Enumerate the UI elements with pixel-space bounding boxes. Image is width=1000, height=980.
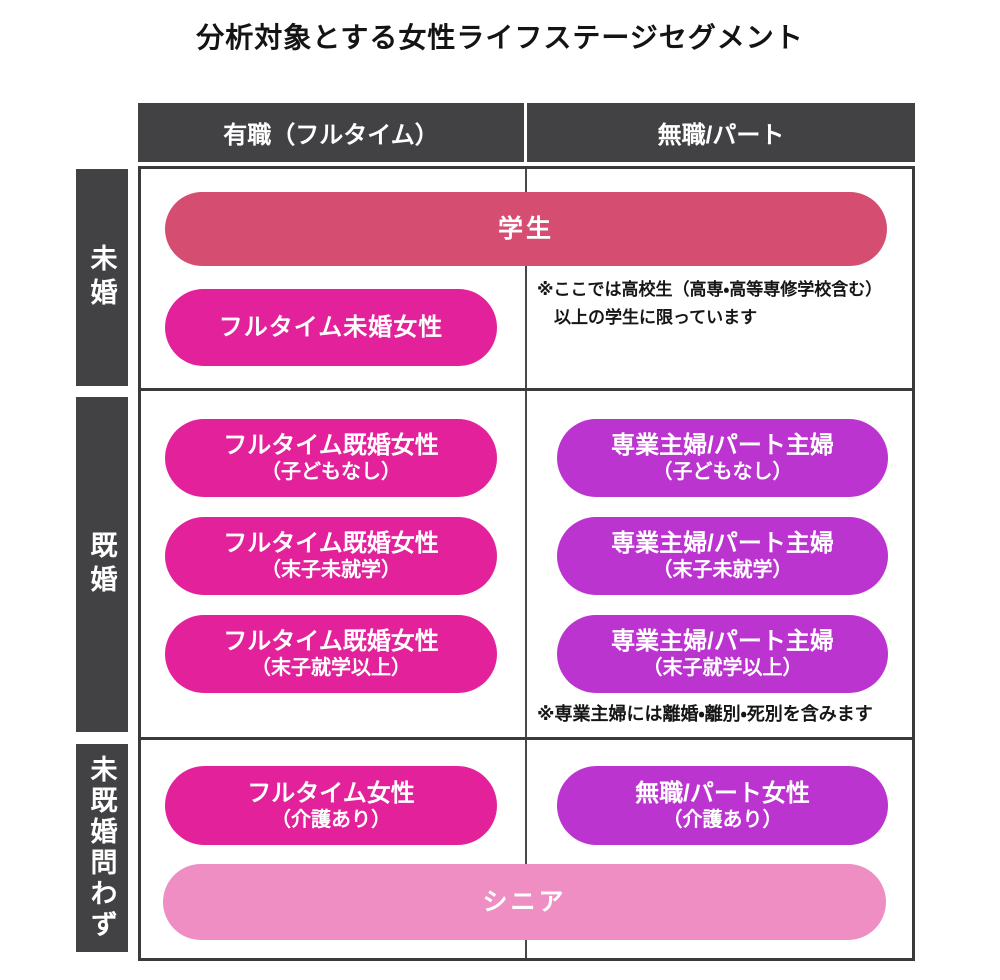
row-header-married: 既婚 [76, 397, 128, 732]
column-header-employed-fulltime: 有職（フルタイム） [138, 103, 524, 162]
segment-sublabel: （子どもなし） [261, 461, 401, 484]
segment-label: フルタイム既婚女性 [223, 530, 439, 558]
segment-label: 専業主婦/パート主婦 [611, 432, 834, 460]
segment-label: シニア [482, 887, 567, 916]
segment-label: フルタイム未婚女性 [218, 313, 444, 341]
note-line: 以上の学生に限っています [554, 308, 758, 328]
segment-pill-housewife-no-child: 専業主婦/パート主婦 （子どもなし） [557, 419, 888, 497]
segment-pill-nojob-parttime-caregiver: 無職/パート女性 （介護あり） [557, 766, 888, 845]
row-header-any-marital-status: 未既婚問わず [76, 744, 128, 952]
segment-label: 無職/パート女性 [635, 779, 810, 807]
segment-pill-housewife-preschool: 専業主婦/パート主婦 （末子未就学） [557, 517, 888, 595]
segment-sublabel: （末子未就学） [652, 559, 793, 582]
page-title: 分析対象とする女性ライフステージセグメント [196, 22, 804, 53]
segment-label: 専業主婦/パート主婦 [611, 530, 834, 558]
row-divider-line-1 [141, 388, 912, 391]
segment-pill-fulltime-caregiver: フルタイム女性 （介護あり） [165, 766, 497, 845]
note-line: ※ここでは高校生（高専・高等専修学校含む） [537, 280, 883, 299]
segment-sublabel: （子どもなし） [652, 461, 793, 484]
row-divider-line-2 [141, 737, 912, 740]
segment-label: フルタイム既婚女性 [223, 628, 439, 656]
segment-pill-student: 学生 [165, 192, 887, 266]
segment-label: 専業主婦/パート主婦 [611, 628, 834, 656]
segment-sublabel: （末子就学以上） [642, 657, 803, 680]
segment-pill-fulltime-married-no-child: フルタイム既婚女性 （子どもなし） [165, 419, 497, 497]
segment-label: 学生 [497, 214, 554, 243]
segment-pill-housewife-school-age: 専業主婦/パート主婦 （末子就学以上） [557, 615, 888, 693]
segment-pill-fulltime-unmarried: フルタイム未婚女性 [165, 289, 497, 366]
note-housewife-definition: ※専業主婦には離婚・離別・死別を含みます [537, 704, 873, 724]
column-header-nojob-parttime: 無職/パート [527, 103, 915, 162]
segment-pill-fulltime-married-preschool: フルタイム既婚女性 （末子未就学） [165, 517, 497, 595]
column-divider-line [525, 169, 527, 958]
segment-sublabel: （末子就学以上） [251, 657, 411, 680]
segment-pill-senior: シニア [163, 864, 886, 940]
note-student-scope: ※ここでは高校生（高専・高等専修学校含む） 以上の学生に限っています [537, 276, 915, 332]
segment-label: フルタイム女性 [247, 779, 415, 807]
segment-pill-fulltime-married-school-age: フルタイム既婚女性 （末子就学以上） [165, 615, 497, 693]
segment-sublabel: （末子未就学） [261, 559, 401, 582]
segment-sublabel: （介護あり） [662, 808, 783, 831]
segment-sublabel: （介護あり） [271, 808, 391, 831]
row-header-unmarried: 未婚 [76, 169, 128, 386]
segment-label: フルタイム既婚女性 [223, 432, 439, 460]
